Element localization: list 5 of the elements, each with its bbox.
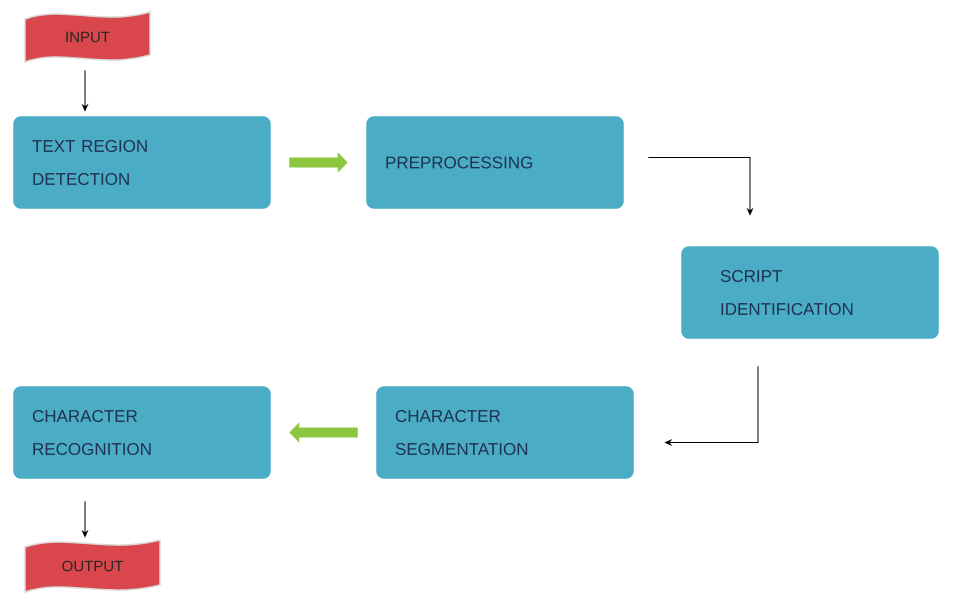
process-box: TEXT REGION DETECTION [10, 114, 274, 212]
process-box: CHARACTER SEGMENTATION [374, 384, 636, 482]
process-box: SCRIPT IDENTIFICATION [678, 244, 942, 342]
process-box: CHARACTER RECOGNITION [10, 384, 274, 482]
process-box: PREPROCESSING [364, 114, 626, 212]
